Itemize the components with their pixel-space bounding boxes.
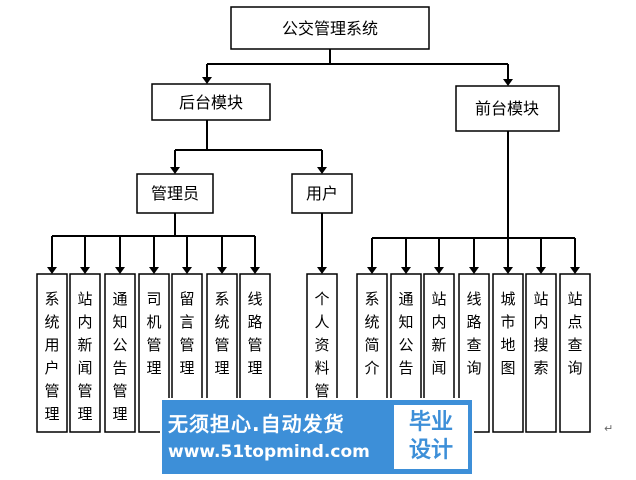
admin-item-label: 系统管理 (214, 290, 229, 377)
admin-item-label: 留言管理 (179, 290, 194, 377)
watermark-text: 无须担心.自动发货 www.51topmind.com (160, 409, 394, 465)
frontend-item-label: 站点查询 (567, 290, 582, 377)
frontend-item-box (492, 273, 524, 433)
watermark-badge: 毕业 设计 (394, 405, 468, 469)
leaf-labels: 系统用户管理 站内新闻管理 通知公告管理 司机管理 留言管理 系统管理 线路管理 个人资料管 系… (44, 290, 582, 423)
admin-item-box (104, 273, 136, 433)
backend-label: 后台模块 (179, 93, 243, 112)
frontend-item-box (559, 273, 591, 433)
admin-item-label: 司机管理 (146, 290, 161, 377)
frontend-item-label: 城市地图 (500, 290, 515, 377)
frontend-item-label: 站内新闻 (431, 290, 446, 377)
frontend-item-box (525, 273, 557, 433)
user-node: 用户 (291, 173, 353, 214)
connectors (47, 49, 580, 274)
root-label: 公交管理系统 (282, 19, 378, 38)
watermark-url: www.51topmind.com (168, 442, 370, 462)
backend-node: 后台模块 (151, 83, 271, 121)
watermark-badge-top: 毕业 (408, 410, 453, 435)
frontend-node: 前台模块 (455, 85, 560, 132)
admin-item-box (36, 273, 68, 433)
watermark-banner: 无须担心.自动发货 www.51topmind.com 毕业 设计 (160, 398, 474, 476)
admin-node: 管理员 (136, 173, 214, 214)
admin-item-label: 站内新闻管理 (77, 290, 92, 423)
frontend-label: 前台模块 (475, 99, 539, 118)
admin-item-box (69, 273, 101, 433)
frontend-item-label: 系统简介 (364, 290, 379, 377)
watermark-slogan: 无须担心.自动发货 (168, 412, 345, 436)
admin-item-label: 线路管理 (247, 290, 262, 377)
watermark-badge-bottom: 设计 (408, 438, 453, 463)
root-node: 公交管理系统 (230, 6, 430, 50)
frontend-item-label: 站内搜索 (533, 290, 548, 377)
paragraph-return-mark: ↵ (604, 422, 614, 435)
admin-item-label: 系统用户管理 (44, 290, 59, 423)
frontend-item-label: 线路查询 (466, 290, 481, 377)
user-item-label: 个人资料管 (314, 290, 329, 400)
admin-item-label: 通知公告管理 (112, 290, 127, 423)
user-label: 用户 (306, 184, 338, 203)
admin-label: 管理员 (151, 184, 199, 203)
frontend-item-label: 通知公告 (398, 290, 413, 377)
